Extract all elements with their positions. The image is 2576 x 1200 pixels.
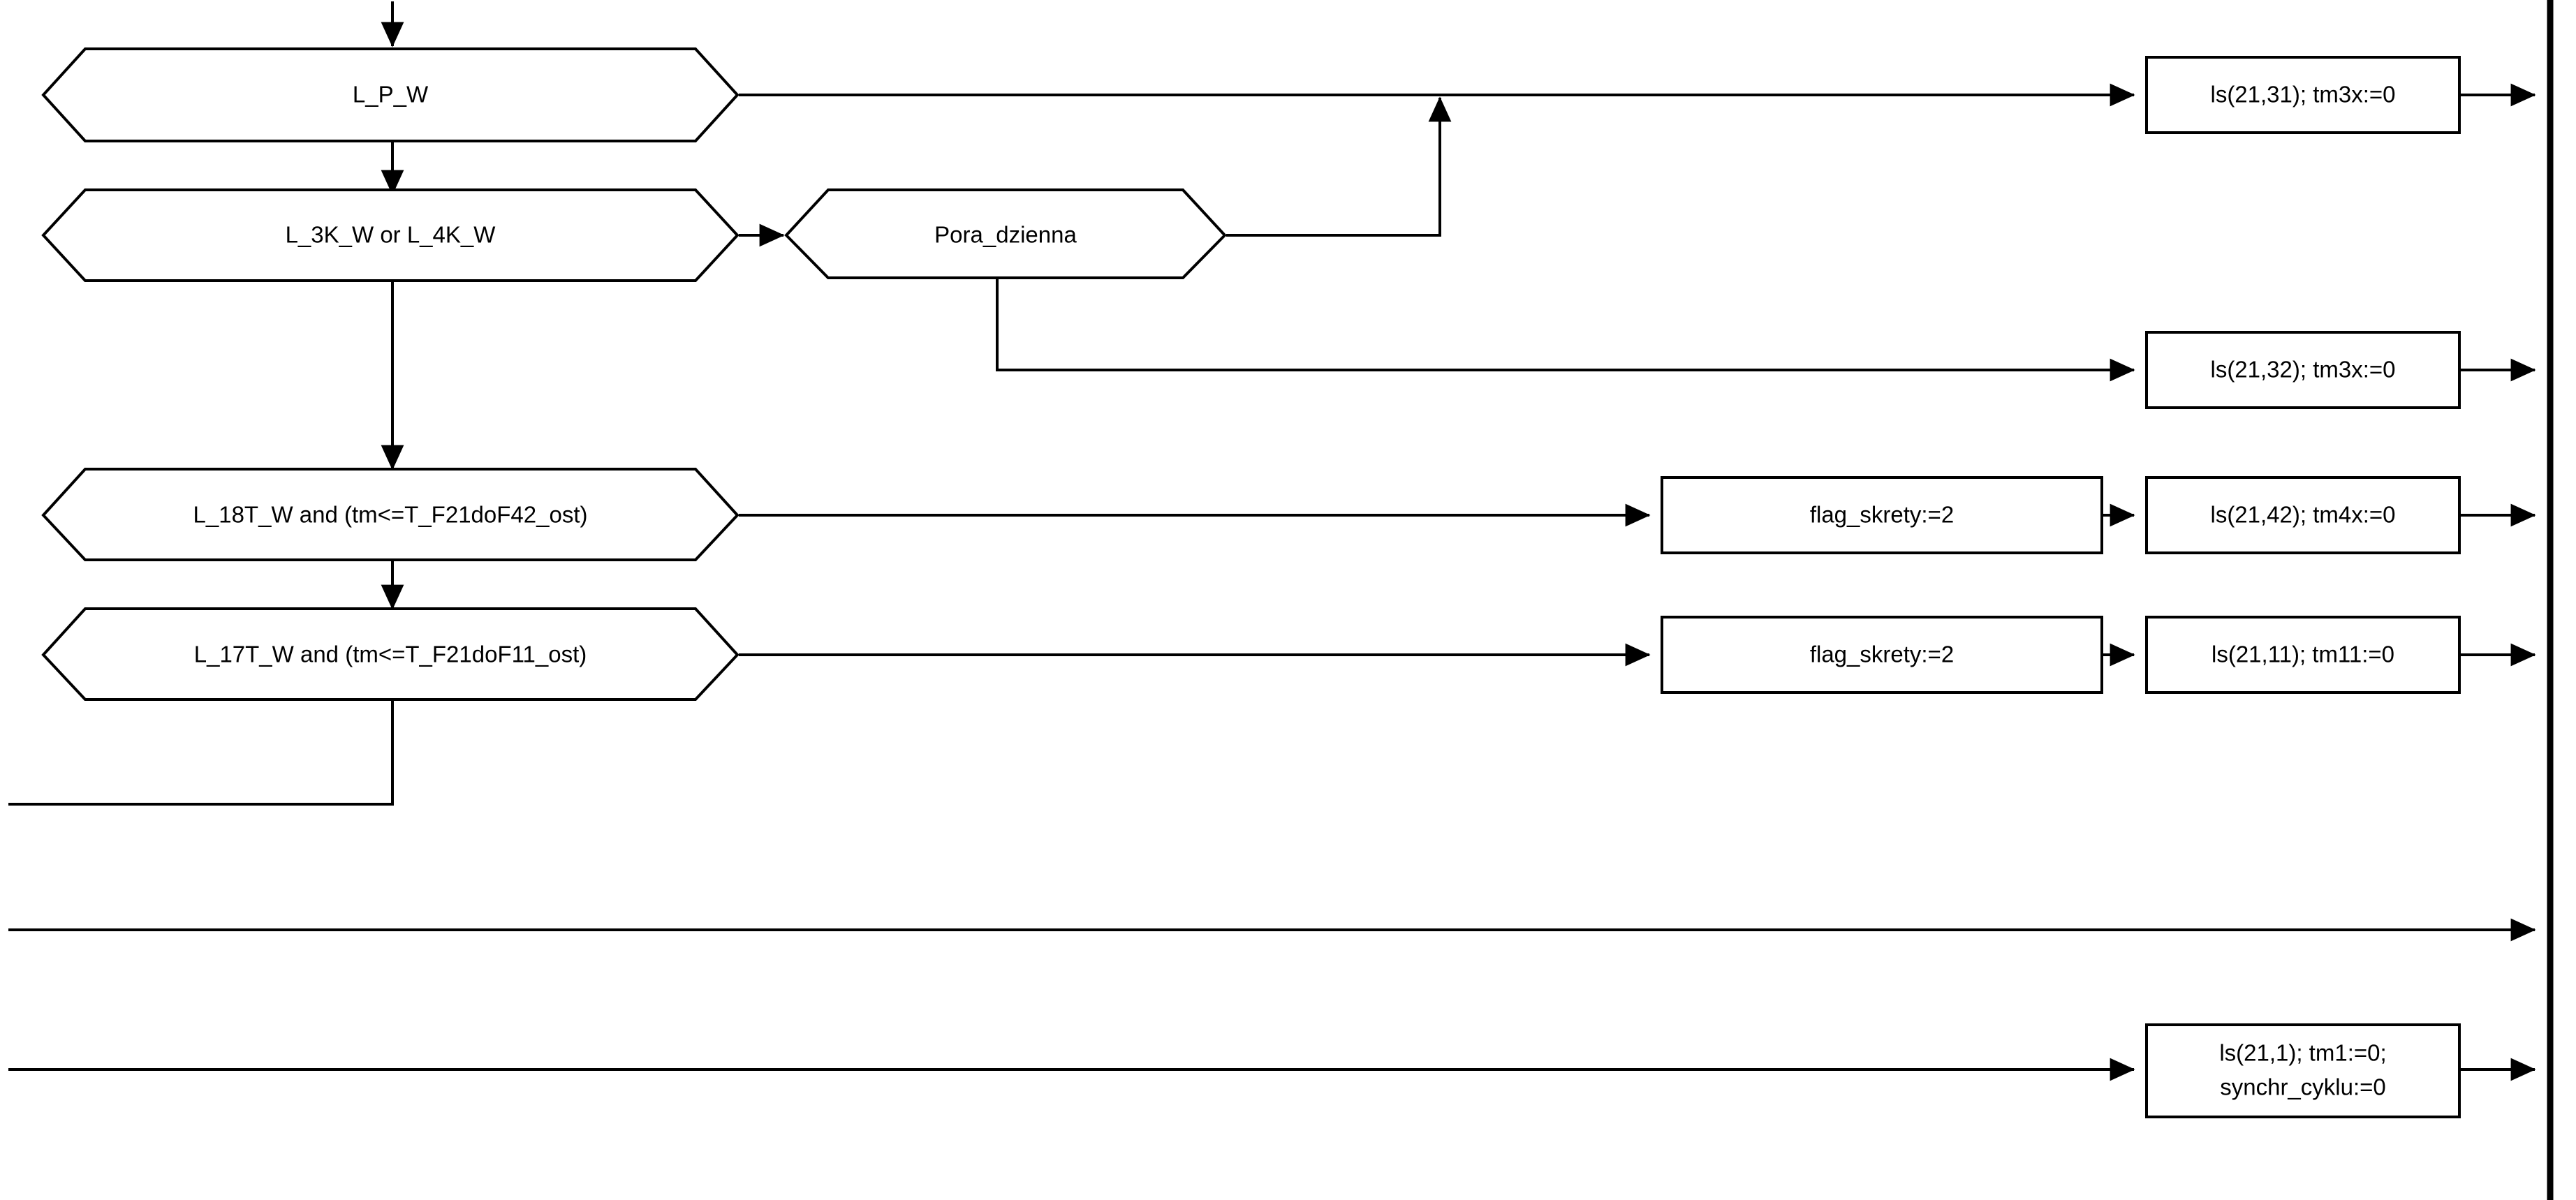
action-node-ls-21-11[interactable]: ls(21,11); tm11:=0 [2145, 616, 2461, 694]
action-node-flag-skrety-1[interactable]: flag_skrety:=2 [1661, 476, 2103, 554]
connector-pora-right-up-join [1226, 96, 1452, 237]
action-label: flag_skrety:=2 [1810, 642, 1954, 667]
action-box-shape [2145, 616, 2461, 694]
action-label-line-2: synchr_cyklu:=0 [2220, 1074, 2386, 1100]
action-label: ls(21,31); tm3x:=0 [2210, 82, 2395, 108]
action-node-flag-skrety-2[interactable]: flag_skrety:=2 [1661, 616, 2103, 694]
action-node-ls-21-1[interactable]: ls(21,1); tm1:=0; synchr_cyklu:=0 [2145, 1023, 2461, 1118]
decision-hexagon-shape [41, 607, 739, 701]
action-box-shape [2145, 1023, 2461, 1118]
connector-l17t-bottom-to-left-edge [8, 699, 394, 806]
action-node-ls-21-32[interactable]: ls(21,32); tm3x:=0 [2145, 331, 2461, 409]
action-box-shape [2145, 331, 2461, 409]
decision-hexagon-shape [41, 468, 739, 561]
action-node-ls-21-31[interactable]: ls(21,31); tm3x:=0 [2145, 56, 2461, 134]
action-label-line-1: ls(21,1); tm1:=0; [2219, 1040, 2386, 1066]
action-box-shape [1661, 476, 2103, 554]
decision-hexagon-shape [41, 188, 739, 282]
decision-node-l-18t-w[interactable]: L_18T_W and (tm<=T_F21doF42_ost) [41, 468, 739, 561]
decision-node-l-17t-w[interactable]: L_17T_W and (tm<=T_F21doF11_ost) [41, 607, 739, 701]
decision-node-pora-dzienna[interactable]: Pora_dzienna [784, 188, 1227, 279]
decision-label: L_3K_W or L_4K_W [286, 222, 496, 248]
action-box-shape [1661, 616, 2103, 694]
action-box-shape [2145, 56, 2461, 134]
decision-node-l-p-w[interactable]: L_P_W [41, 47, 739, 142]
decision-label: L_17T_W and (tm<=T_F21doF11_ost) [194, 642, 587, 667]
decision-label: L_18T_W and (tm<=T_F21doF42_ost) [193, 502, 588, 528]
action-label: ls(21,42); tm4x:=0 [2210, 502, 2395, 528]
connector-pora-to-ls2132 [996, 278, 2135, 382]
action-label: flag_skrety:=2 [1810, 502, 1954, 528]
action-node-ls-21-42[interactable]: ls(21,42); tm4x:=0 [2145, 476, 2461, 554]
decision-hexagon-shape [784, 188, 1227, 279]
action-label: ls(21,11); tm11:=0 [2211, 642, 2394, 667]
action-box-shape [2145, 476, 2461, 554]
decision-label: Pora_dzienna [934, 222, 1077, 248]
decision-label: L_P_W [353, 82, 429, 108]
decision-hexagon-shape [41, 47, 739, 142]
decision-node-l-3k-w-or-l-4k-w[interactable]: L_3K_W or L_4K_W [41, 188, 739, 282]
action-label: ls(21,32); tm3x:=0 [2210, 357, 2395, 383]
